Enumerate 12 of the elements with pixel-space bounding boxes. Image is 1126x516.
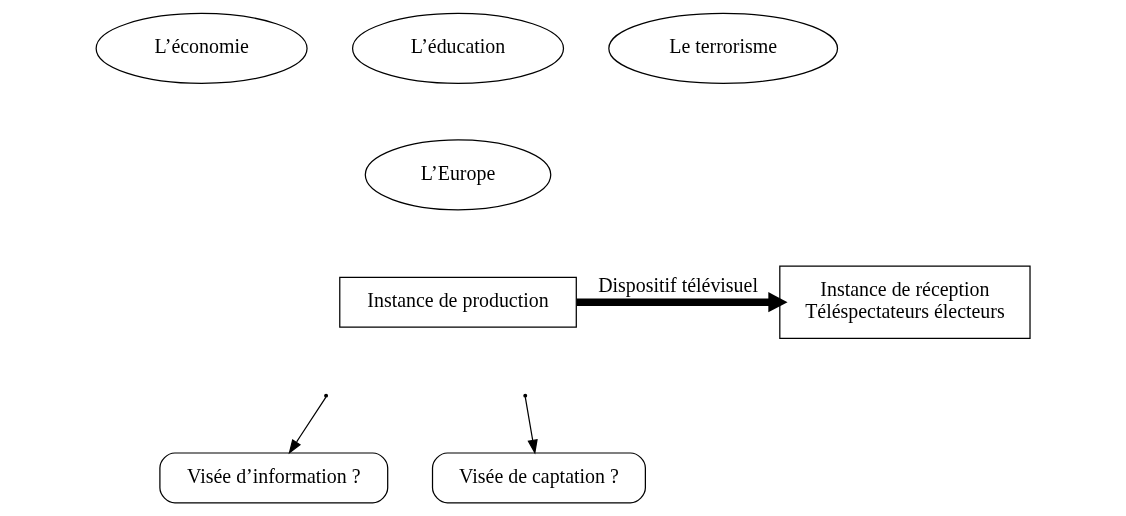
node-ellipse: L’éducation (351, 12, 565, 84)
node-ellipse: L’Europe (364, 139, 552, 211)
arrow (524, 396, 538, 455)
node-box: Instance de production (339, 276, 577, 328)
node-box: Visée d’information ? (159, 452, 389, 504)
arrow (288, 396, 327, 455)
arrow (576, 292, 788, 313)
node-ellipse: Le terrorisme (608, 12, 839, 84)
edge-label: Dispositif télévisuel (598, 273, 758, 296)
node-ellipse: L’économie (95, 12, 308, 84)
node-box: Visée de captation ? (431, 452, 646, 504)
node-box: Instance de réception Téléspectateurs électeurs (779, 265, 1031, 339)
